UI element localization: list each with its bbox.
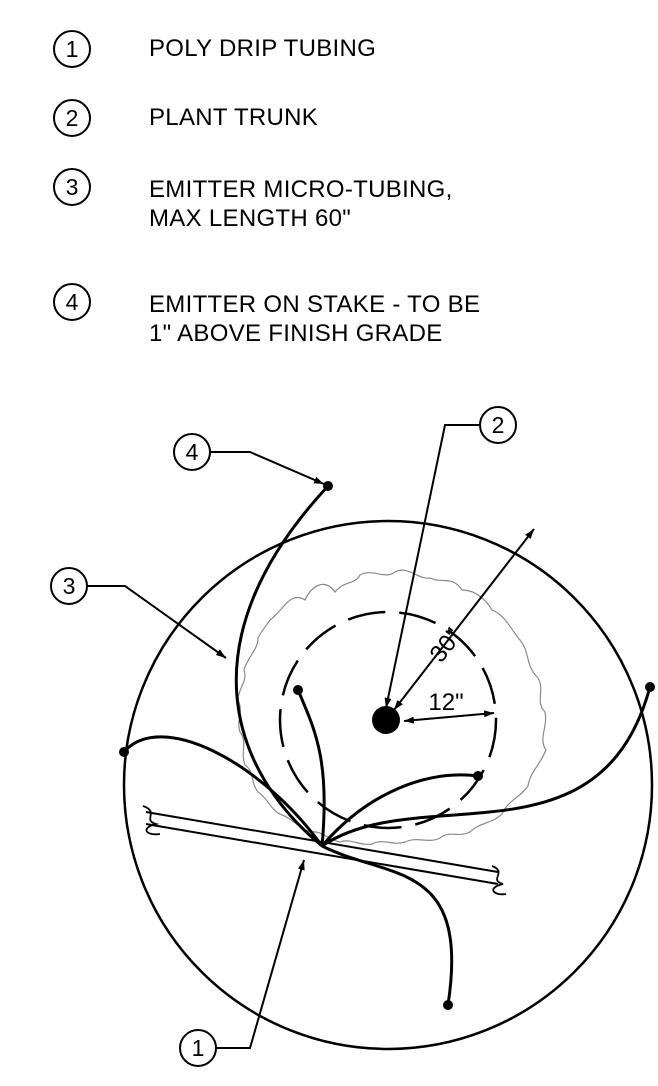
legend-label-4: EMITTER ON STAKE - TO BE 1" ABOVE FINISH…: [149, 290, 480, 348]
outer-boundary-circle: [122, 519, 654, 1051]
callout-number-3: 3: [63, 573, 76, 599]
plant-trunk: [372, 706, 400, 734]
legend-label-3-line-2: MAX LENGTH 60": [149, 205, 352, 232]
callout-number-1: 1: [192, 1035, 205, 1061]
legend-number-2: 2: [53, 99, 91, 137]
legend-number-4: 4: [53, 283, 91, 321]
legend-label-3: EMITTER MICRO-TUBING, MAX LENGTH 60": [149, 175, 453, 233]
legend-number-1: 1: [53, 30, 91, 68]
callout-number-4: 4: [186, 439, 199, 465]
legend-label-4-line-1: EMITTER ON STAKE - TO BE: [149, 291, 481, 318]
callout-number-2: 2: [492, 412, 505, 438]
emitter-micro-tubing-lines: [122, 484, 652, 1006]
legend-label-2-line-1: PLANT TRUNK: [149, 104, 319, 131]
legend-label-2: PLANT TRUNK: [149, 103, 318, 132]
dimension-12in: 12": [403, 689, 495, 724]
legend: 1 POLY DRIP TUBING 2 PLANT TRUNK 3 EMITT…: [0, 0, 658, 370]
dimension-30in: 30": [393, 528, 535, 711]
callout-poly-drip-tubing: 1: [179, 859, 305, 1067]
legend-label-3-line-1: EMITTER MICRO-TUBING,: [149, 176, 453, 203]
emitter-points: [119, 481, 655, 1010]
legend-label-4-line-2: 1" ABOVE FINISH GRADE: [149, 320, 443, 347]
inner-dashed-circle: [278, 610, 498, 830]
callout-emitter-on-stake: 4: [173, 433, 325, 485]
legend-label-1-line-1: POLY DRIP TUBING: [149, 35, 377, 62]
legend-number-3: 3: [53, 168, 91, 206]
callout-micro-tubing: 3: [50, 567, 227, 659]
dimension-12in-label: 12": [428, 689, 463, 716]
callout-plant-trunk: 2: [384, 406, 517, 709]
legend-label-1: POLY DRIP TUBING: [149, 34, 376, 63]
